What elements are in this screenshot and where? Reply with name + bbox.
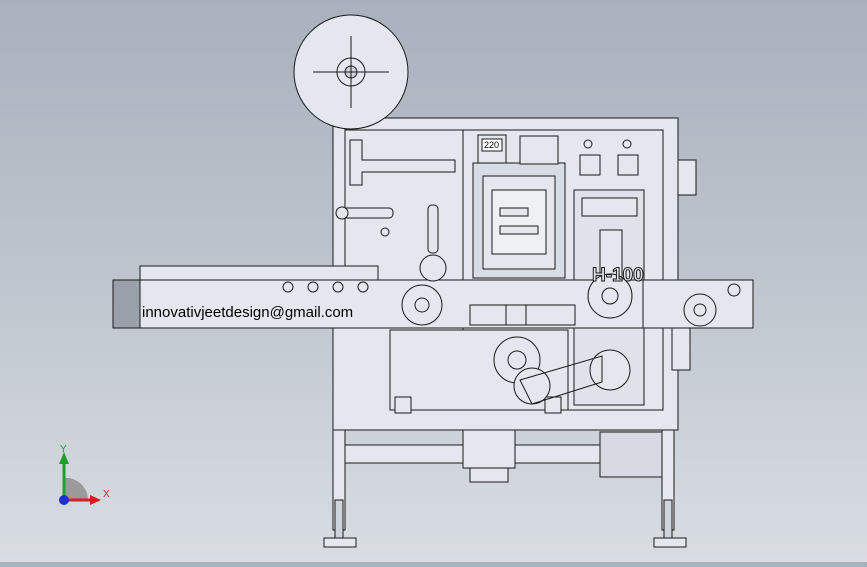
motor-body bbox=[462, 427, 516, 469]
gearbox-housing bbox=[599, 431, 663, 478]
screw-1 bbox=[282, 281, 294, 293]
upper-seal-gear-hub bbox=[601, 287, 619, 305]
right-meter bbox=[617, 154, 639, 176]
screw-4 bbox=[357, 281, 369, 293]
z-axis-dot bbox=[59, 495, 69, 505]
pivot-bolt bbox=[335, 206, 349, 220]
conveyor-top-rail bbox=[139, 265, 379, 281]
left-latch bbox=[394, 396, 412, 414]
voltage-display bbox=[481, 138, 503, 152]
selector-switch bbox=[499, 207, 529, 217]
email-banner: innovativjeetdesign@gmail.com bbox=[142, 304, 353, 321]
temperature-controller bbox=[519, 135, 559, 165]
lock-pin bbox=[380, 227, 390, 237]
screw-2 bbox=[307, 281, 319, 293]
motor-base bbox=[469, 467, 509, 483]
side-knob bbox=[677, 159, 697, 196]
right-foot-pad bbox=[653, 537, 687, 548]
left-foot-screw bbox=[334, 499, 344, 539]
right-indicator-lamp bbox=[622, 139, 632, 149]
indicator-strip bbox=[499, 225, 539, 235]
coupler bbox=[505, 304, 527, 326]
screw-3 bbox=[332, 281, 344, 293]
idler-gear bbox=[513, 367, 551, 405]
left-foot-pad bbox=[323, 537, 357, 548]
output-roller-hub bbox=[693, 303, 707, 317]
upper-clamp bbox=[581, 197, 638, 217]
drive-chain bbox=[519, 355, 603, 405]
triad-plane bbox=[64, 477, 89, 500]
left-meter bbox=[579, 154, 601, 176]
x-axis-label: X bbox=[103, 489, 110, 500]
vertical-lever bbox=[427, 204, 439, 254]
tension-roller bbox=[727, 283, 741, 297]
left-sprocket-hub bbox=[414, 297, 430, 313]
top-sprocket bbox=[419, 254, 447, 282]
right-foot-screw bbox=[663, 499, 673, 539]
y-axis-label: Y bbox=[60, 444, 67, 455]
lever-bracket bbox=[349, 139, 456, 186]
conveyor-end-cap bbox=[112, 279, 141, 329]
voltage-readout: 220 bbox=[484, 140, 499, 150]
model-label: H-100 bbox=[592, 265, 644, 286]
lower-seal-gear bbox=[589, 349, 631, 391]
x-axis-head bbox=[90, 495, 101, 505]
y-axis-head bbox=[59, 452, 69, 464]
left-panel bbox=[344, 129, 464, 281]
left-indicator-lamp bbox=[583, 139, 593, 149]
drive-gear-hub bbox=[507, 350, 527, 370]
orientation-triad[interactable]: Y X bbox=[59, 444, 110, 505]
control-label-plate bbox=[491, 189, 547, 255]
